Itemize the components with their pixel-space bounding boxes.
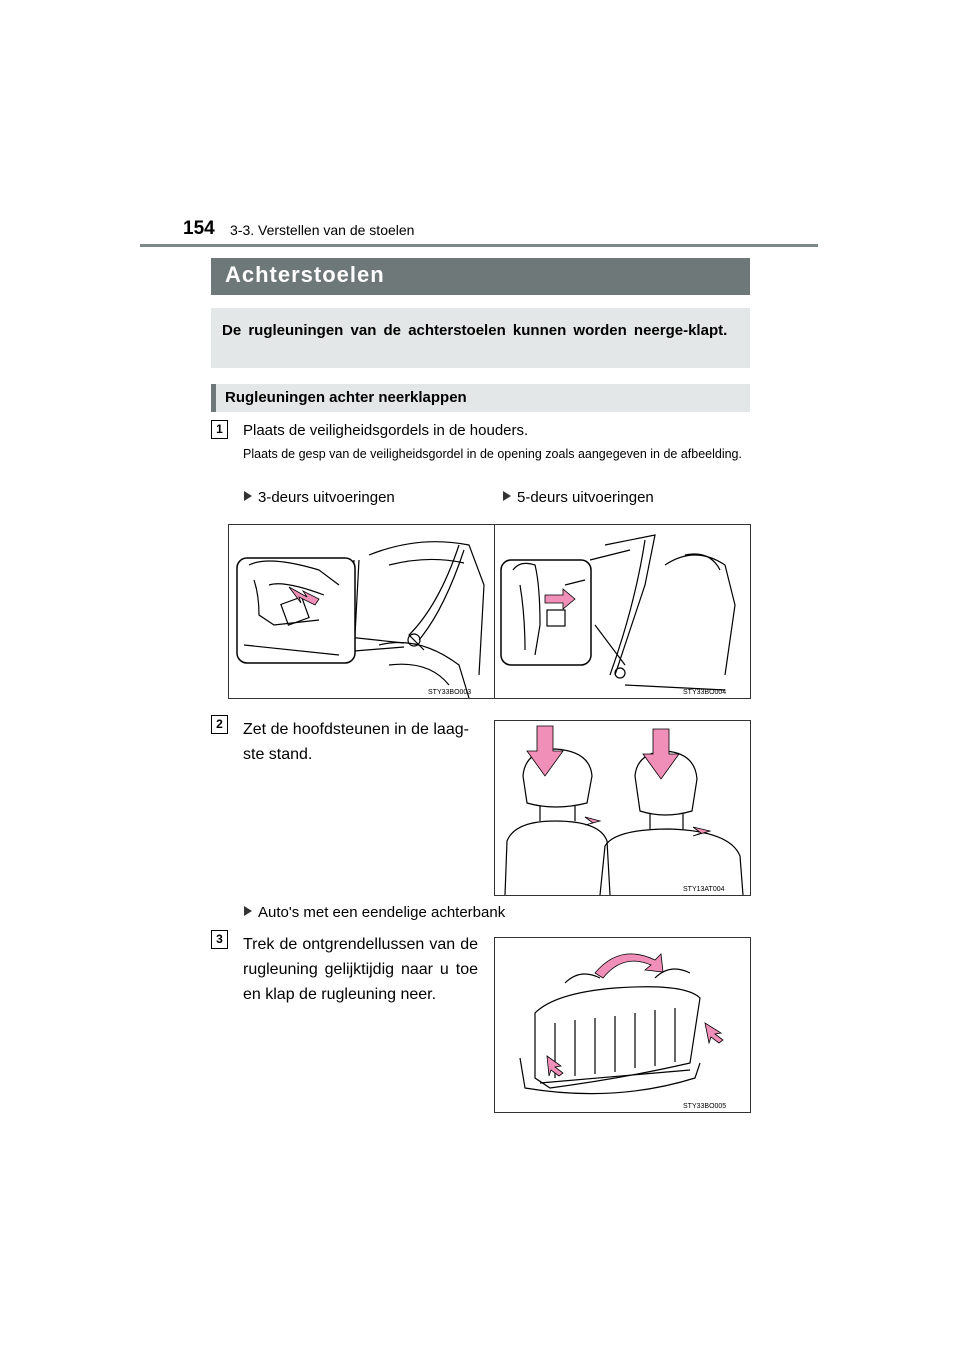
figure-code-2: STY13AT004 xyxy=(683,886,725,893)
triangle-bullet-icon xyxy=(503,491,511,501)
step-1-text: Plaats de veiligheidsgordels in de houde… xyxy=(243,422,529,439)
variant-5-door-label: 5-deurs uitvoeringen xyxy=(517,489,654,506)
pink-curved-arrow-icon xyxy=(594,953,664,979)
section-title-bar: Achterstoelen xyxy=(211,258,750,295)
figure-seatbelt-3-door: STY33BO003 xyxy=(228,524,497,699)
condition-label: Auto's met een eendelige achterbank xyxy=(258,904,506,921)
pink-arrow-down-icon xyxy=(642,728,680,780)
triangle-bullet-icon xyxy=(244,906,252,916)
condition-one-piece-bench: Auto's met een eendelige achterbank xyxy=(244,904,505,921)
figure-code-1b: STY33BO004 xyxy=(683,689,726,696)
pink-arrow-icon xyxy=(288,586,320,606)
step-badge-1: 1 xyxy=(211,420,228,439)
pink-arrow-icon xyxy=(546,1055,564,1077)
intro-text: De rugleuningen van de achterstoelen kun… xyxy=(222,322,728,339)
page-number: 154 xyxy=(183,218,215,239)
step-2-text: Zet de hoofdsteunen in de laag-ste stand… xyxy=(243,721,469,763)
subsection-accent xyxy=(211,384,216,412)
seatbelt-3-door-illustration: STY33BO003 xyxy=(236,541,485,698)
running-head: 3-3. Verstellen van de stoelen xyxy=(230,222,415,238)
variant-3-door-label: 3-deurs uitvoeringen xyxy=(258,489,395,506)
step-badge-3: 3 xyxy=(211,930,228,949)
subsection-bar: Rugleuningen achter neerklappen xyxy=(211,384,750,412)
figure-code-3: STY33BO005 xyxy=(683,1103,726,1110)
variant-5-door: 5-deurs uitvoeringen xyxy=(503,489,654,506)
pink-arrow-icon xyxy=(704,1022,724,1045)
variant-3-door: 3-deurs uitvoeringen xyxy=(244,489,395,506)
step-3-text: Trek de ontgrendellussen van de rugleuni… xyxy=(243,936,478,1003)
figure-seatbelt-5-door: STY33BO004 xyxy=(494,524,751,699)
headrests-illustration: STY13AT004 xyxy=(504,725,744,895)
header-rule xyxy=(140,244,818,247)
intro-box: De rugleuningen van de achterstoelen kun… xyxy=(211,308,750,368)
pink-arrow-down-icon xyxy=(526,725,564,777)
figure-headrests: STY13AT004 xyxy=(494,720,751,896)
subsection-title: Rugleuningen achter neerklappen xyxy=(225,389,467,406)
step-1-note: Plaats de gesp van de veiligheidsgordel … xyxy=(243,447,742,461)
pink-arrow-icon xyxy=(544,588,576,610)
triangle-bullet-icon xyxy=(244,491,252,501)
seatbelt-5-door-illustration: STY33BO004 xyxy=(500,534,736,696)
figure-fold-backrest: STY33BO005 xyxy=(494,937,751,1113)
fold-backrest-illustration: STY33BO005 xyxy=(519,953,726,1110)
figure-code-1a: STY33BO003 xyxy=(428,689,471,696)
step-badge-2: 2 xyxy=(211,715,228,734)
section-title: Achterstoelen xyxy=(225,262,385,287)
